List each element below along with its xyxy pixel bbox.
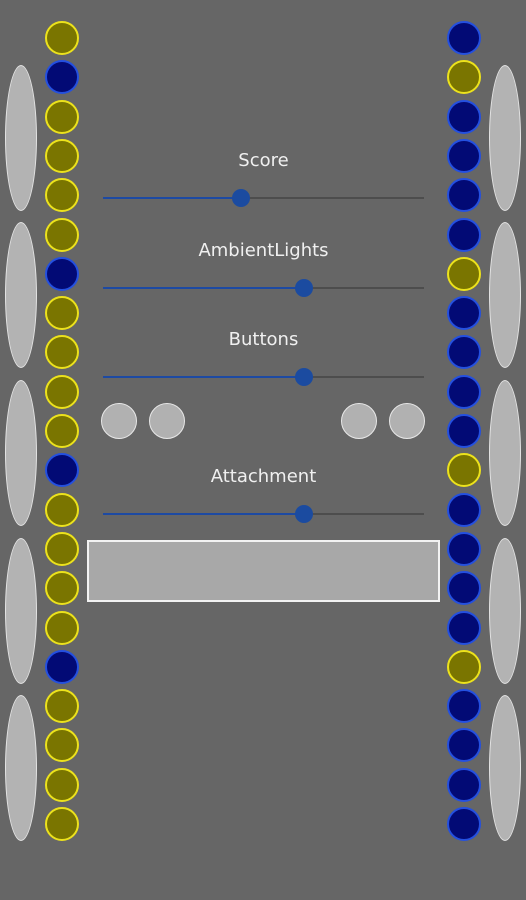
left-bumper-5 xyxy=(5,695,37,841)
right-indicator-light-7 xyxy=(447,257,481,291)
left-indicator-light-4 xyxy=(45,139,79,173)
right-indicator-light-6 xyxy=(447,218,481,252)
right-indicator-light-3 xyxy=(447,100,481,134)
slider-thumb-ambientlights[interactable] xyxy=(294,279,313,297)
right-indicator-light-16 xyxy=(447,611,481,645)
left-bumper-2 xyxy=(5,222,37,368)
left-indicator-light-5 xyxy=(45,178,79,212)
track-fill xyxy=(103,287,304,289)
track-fill xyxy=(103,197,242,199)
slider-thumb-buttons[interactable] xyxy=(294,368,313,386)
slider-ambientlights: AmbientLights xyxy=(103,240,424,298)
slider-score: Score xyxy=(103,150,424,208)
slider-thumb-score[interactable] xyxy=(232,189,251,207)
round-button-4[interactable] xyxy=(389,403,425,439)
left-indicator-column xyxy=(42,0,82,900)
left-indicator-light-6 xyxy=(45,218,79,252)
attachment-panel[interactable] xyxy=(87,540,440,602)
slider-buttons: Buttons xyxy=(103,329,424,387)
slider-label-buttons: Buttons xyxy=(228,329,299,350)
right-indicator-light-1 xyxy=(447,21,481,55)
left-indicator-light-20 xyxy=(45,768,79,802)
left-indicator-light-9 xyxy=(45,335,79,369)
left-indicator-light-19 xyxy=(45,728,79,762)
left-indicator-light-21 xyxy=(45,807,79,841)
right-indicator-light-5 xyxy=(447,178,481,212)
right-indicator-light-21 xyxy=(447,807,481,841)
right-indicator-light-9 xyxy=(447,335,481,369)
right-indicator-light-15 xyxy=(447,571,481,605)
left-bumper-3 xyxy=(5,380,37,526)
right-bumper-1 xyxy=(489,65,521,211)
left-indicator-light-18 xyxy=(45,689,79,723)
left-indicator-light-15 xyxy=(45,571,79,605)
right-indicator-light-4 xyxy=(447,139,481,173)
left-indicator-light-13 xyxy=(45,493,79,527)
track-background xyxy=(103,197,424,199)
right-indicator-light-11 xyxy=(447,414,481,448)
left-indicator-light-2 xyxy=(45,60,79,94)
right-indicator-light-17 xyxy=(447,650,481,684)
round-button-2[interactable] xyxy=(149,403,185,439)
left-indicator-light-7 xyxy=(45,257,79,291)
left-indicator-light-12 xyxy=(45,453,79,487)
right-bumper-4 xyxy=(489,538,521,684)
left-indicator-light-11 xyxy=(45,414,79,448)
track-fill xyxy=(103,513,304,515)
right-indicator-light-12 xyxy=(447,453,481,487)
left-indicator-light-1 xyxy=(45,21,79,55)
left-indicator-light-14 xyxy=(45,532,79,566)
right-indicator-light-19 xyxy=(447,728,481,762)
round-button-1[interactable] xyxy=(101,403,137,439)
left-indicator-light-3 xyxy=(45,100,79,134)
right-indicator-light-10 xyxy=(447,375,481,409)
left-indicator-light-17 xyxy=(45,650,79,684)
slider-label-score: Score xyxy=(238,150,289,171)
slider-label-attachment: Attachment xyxy=(210,466,317,487)
left-bumper-4 xyxy=(5,538,37,684)
left-indicator-light-8 xyxy=(45,296,79,330)
left-indicator-light-16 xyxy=(45,611,79,645)
right-bumper-5 xyxy=(489,695,521,841)
right-indicator-light-2 xyxy=(447,60,481,94)
right-indicator-light-18 xyxy=(447,689,481,723)
right-indicator-light-20 xyxy=(447,768,481,802)
right-bumper-3 xyxy=(489,380,521,526)
right-indicator-column xyxy=(444,0,484,900)
right-indicator-light-8 xyxy=(447,296,481,330)
slider-track-score[interactable] xyxy=(103,188,424,208)
slider-track-attachment[interactable] xyxy=(103,504,424,524)
round-button-3[interactable] xyxy=(341,403,377,439)
right-indicator-light-13 xyxy=(447,493,481,527)
slider-label-ambientlights: AmbientLights xyxy=(198,240,329,261)
track-fill xyxy=(103,376,304,378)
slider-track-buttons[interactable] xyxy=(103,367,424,387)
left-bumper-1 xyxy=(5,65,37,211)
right-bumper-2 xyxy=(489,222,521,368)
left-indicator-light-10 xyxy=(45,375,79,409)
slider-track-ambientlights[interactable] xyxy=(103,278,424,298)
slider-attachment: Attachment xyxy=(103,466,424,524)
slider-thumb-attachment[interactable] xyxy=(294,505,313,523)
right-indicator-light-14 xyxy=(447,532,481,566)
